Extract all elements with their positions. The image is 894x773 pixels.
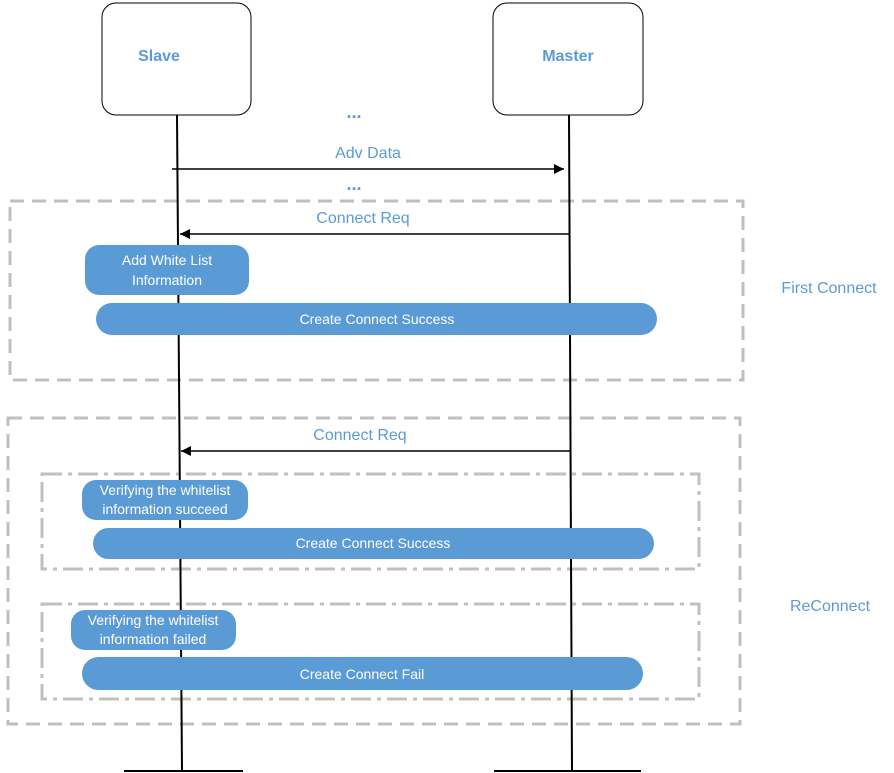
failed-subframe — [40, 602, 701, 701]
verify-failed-text-1: Verifying the whitelist — [88, 612, 219, 628]
create-fail-text: Create Connect Fail — [300, 666, 425, 682]
slave-box — [101, 2, 252, 116]
connect-req-re-label: Connect Req — [313, 427, 406, 444]
create-success-first-text: Create Connect Success — [300, 311, 455, 327]
create-success-first-pill — [96, 303, 657, 335]
master-label: Master — [542, 48, 594, 65]
create-success-re-text: Create Connect Success — [296, 535, 451, 551]
ellipsis-mid: ... — [346, 174, 361, 194]
verify-succeed-pill — [82, 480, 248, 520]
verify-succeed-text-1: Verifying the whitelist — [100, 482, 231, 498]
add-white-list-text-1: Add White List — [122, 252, 212, 268]
create-success-re-pill — [93, 528, 654, 559]
verify-failed-text-2: information failed — [100, 631, 207, 647]
first-connect-label: First Connect — [781, 280, 877, 297]
slave-label: Slave — [138, 48, 180, 65]
ellipsis-top: ... — [346, 102, 361, 122]
create-fail-pill — [82, 657, 643, 690]
connect-req-first-label: Connect Req — [316, 210, 409, 227]
first-connect-frame — [8, 199, 745, 382]
verify-succeed-text-2: information succeed — [102, 501, 227, 517]
add-white-list-pill — [85, 245, 249, 295]
verify-failed-pill — [71, 610, 236, 650]
adv-data-label: Adv Data — [335, 145, 401, 162]
succeed-subframe — [40, 472, 701, 571]
add-white-list-text-2: Information — [132, 272, 202, 288]
master-box — [492, 2, 644, 116]
reconnect-frame — [6, 416, 742, 726]
reconnect-label: ReConnect — [790, 598, 871, 615]
